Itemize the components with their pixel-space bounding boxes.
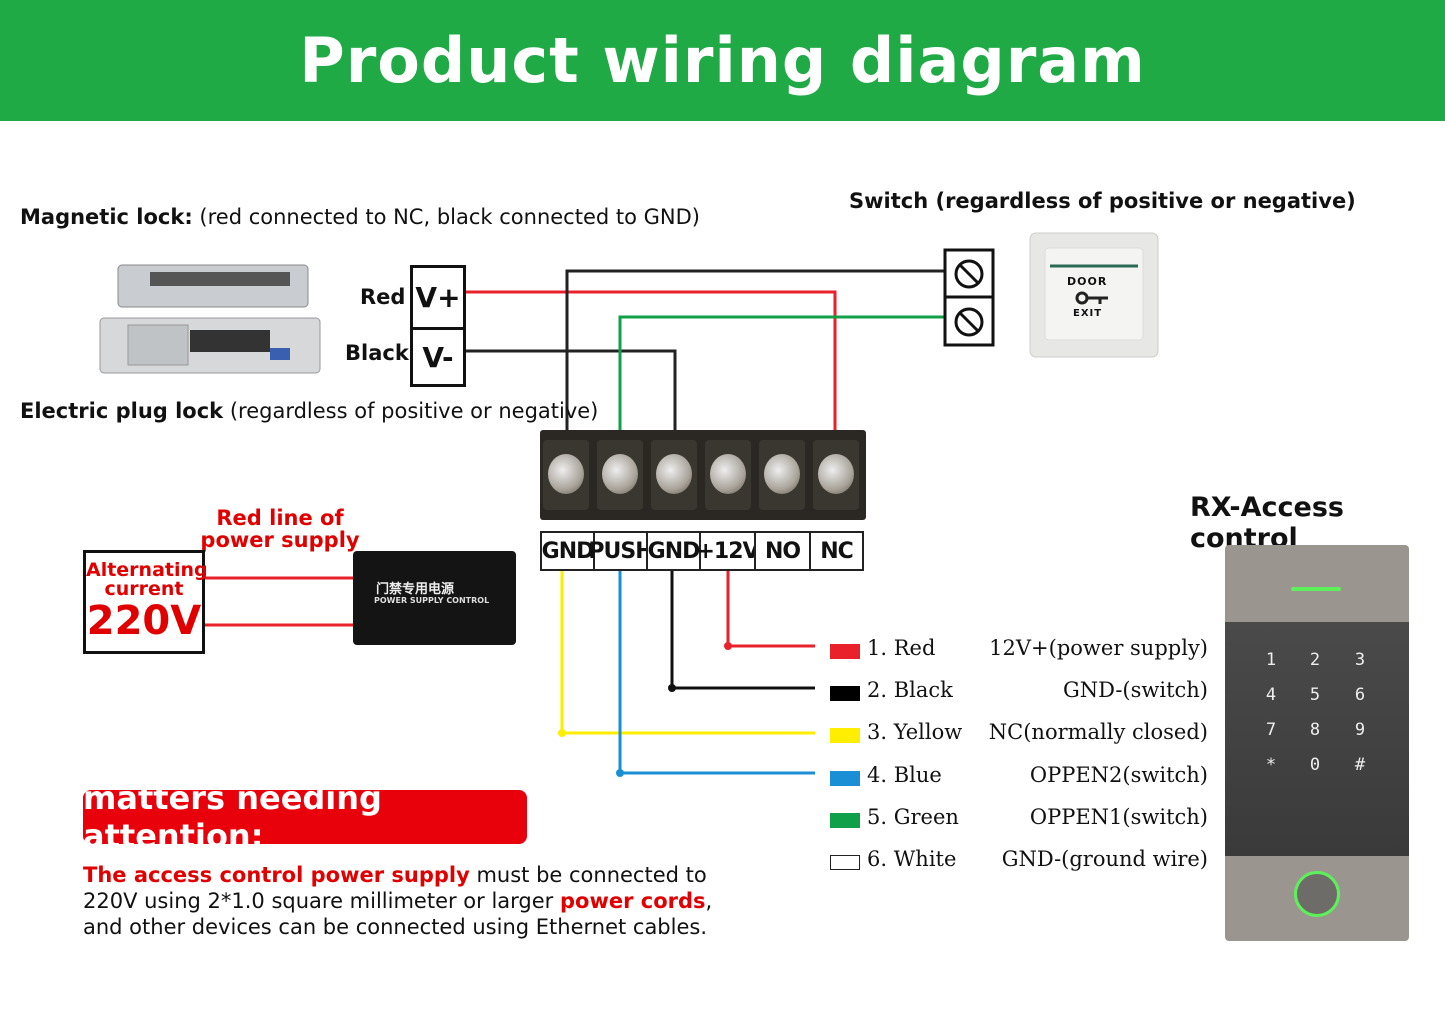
wire-red [726,571,815,648]
wire-red-lock [465,290,837,432]
terminal-vplus: V+ [410,265,466,330]
supply-text-cn: 门禁专用电源 [376,582,455,597]
attention-notes: The access control power supply must be … [83,863,713,939]
wire-black-lock [465,349,677,432]
electric-plug-lock-label: Electric plug lock [20,399,224,423]
attention-banner: matters needing attention: [83,779,527,855]
key-7: 7 [1265,720,1277,740]
supply-text-en: POWER SUPPLY CONTROL [374,596,490,605]
terminal-vminus: V- [410,327,466,387]
magnetic-lock-image [99,264,321,374]
magnetic-lock-note: (red connected to NC, black connected to… [192,205,700,229]
key-9: 9 [1354,720,1366,740]
key-0: 0 [1309,755,1321,775]
black-wire-label: Black [345,341,409,365]
terminal-label-nc: NC [809,531,864,571]
page-title: Product wiring diagram [299,24,1146,97]
terminal-label-12v: +12V [696,531,760,571]
terminal-label-push: PUSH [588,531,654,571]
key-8: 8 [1309,720,1321,740]
electric-plug-lock-note: (regardless of positive or negative) [223,399,599,423]
terminal-label-gnd: GND [540,531,595,571]
key-icon [1075,291,1108,305]
key-hash: # [1354,755,1366,775]
key-6: 6 [1354,685,1366,705]
key-4: 4 [1265,685,1277,705]
key-3: 3 [1354,650,1366,670]
fingerprint-sensor [1294,871,1340,917]
exit-text: EXIT [1073,308,1103,319]
access-control-device [1225,545,1409,941]
switch-label: Switch (regardless of positive or negati… [849,189,1356,213]
key-5: 5 [1309,685,1321,705]
key-1: 1 [1265,650,1277,670]
terminal-label-gnd2: GND [646,531,701,571]
wire-green-switch [618,315,945,432]
red-wire-label: Red [360,285,406,309]
wire-black [670,571,815,690]
key-2: 2 [1309,650,1321,670]
header-banner: Product wiring diagram [0,0,1445,121]
ac-source-box: Alternating current 220V [83,550,208,654]
key-star: * [1265,755,1277,775]
door-text: DOOR [1067,275,1108,288]
terminal-label-no: NO [754,531,811,571]
power-supply-image [353,551,516,645]
terminal-block [540,430,866,520]
magnetic-lock-label: Magnetic lock: [20,205,193,229]
wire-blue [618,571,815,775]
wire-yellow [560,571,815,735]
wire-black-switch [565,269,945,432]
screw-icon [954,259,984,337]
